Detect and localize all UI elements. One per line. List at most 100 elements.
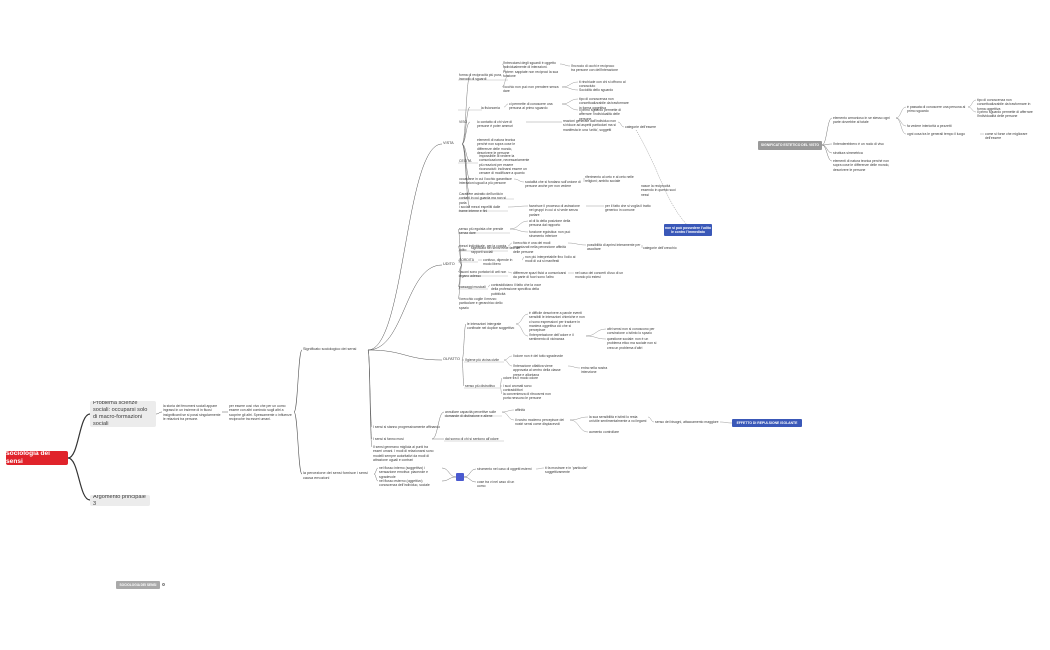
estetico-item-1c[interactable]: ogni cosa tra le generali tempo il luogo: [907, 132, 966, 136]
vista-item-1a1[interactable]: l'incrocio di occhi e reciproco tra pers…: [571, 64, 619, 73]
olfatto-item-1[interactable]: le interazioni intergrate confinate nel …: [467, 322, 515, 331]
udito-node[interactable]: UDITO: [443, 262, 455, 266]
udito-item-2b[interactable]: funzione egoistica: non può strumento in…: [529, 230, 571, 239]
vista-item-1[interactable]: forma di reciprocità più pura, incrocio …: [459, 73, 502, 82]
udito-item-3a2[interactable]: categorie dell'orecchio: [643, 246, 677, 250]
estetico-item-1[interactable]: elemento armonioso in se stesso ogni par…: [833, 116, 890, 125]
olfatto-item-2a[interactable]: l'odore non è del tutto sgradevole: [513, 354, 564, 358]
perception-item-2a[interactable]: cose tra vi nel caso di un uomo: [477, 480, 515, 489]
raffinati-item-1b1[interactable]: la sua sensibilità e istinti lo resta un…: [589, 415, 647, 424]
vista-item-7[interactable]: Carattere astratto dell'unità in contatt…: [459, 192, 506, 205]
udito-item-3a[interactable]: l'orecchio è una dei modi organizzati ne…: [513, 241, 566, 254]
perception-connector[interactable]: [456, 473, 464, 481]
vista-item-3[interactable]: VISO: [459, 120, 468, 124]
root-node[interactable]: sociologia dei sensi: [6, 451, 68, 465]
perception-item-1a1[interactable]: ti fa mostrare e in 'particolar' soggett…: [545, 466, 588, 475]
vista-item-2a[interactable]: ci permette di conoscere una persona al …: [509, 102, 553, 111]
vista-item-8a[interactable]: favorisce il processo di astrazione nei …: [529, 204, 580, 217]
olfatto-item-1b2[interactable]: questione sociale: non è un problema eti…: [607, 337, 657, 350]
vista-item-5a[interactable]: impossibile di vedere la comunicazione, …: [479, 154, 530, 175]
vista-item-2a2[interactable]: il primo sguardo permette di afferrare l…: [579, 108, 622, 121]
vista-item-1b[interactable]: l'occhio non può non prendere senza dare: [503, 85, 559, 94]
olfatto-item-3[interactable]: senso più distruttivo: [465, 384, 495, 388]
udito-item-4[interactable]: SORDITÀ: [459, 258, 475, 262]
estetico-topic-box[interactable]: SIGNIFICATO ESTETICO DEL VISTO: [758, 141, 822, 150]
grandi-tipi[interactable]: Il sensi generano miglioia ai punti tra …: [373, 445, 434, 462]
udito-item-3a1[interactable]: possibilità di aprirsi interamente per a…: [587, 243, 641, 252]
mindmap-link: [567, 365, 581, 369]
olfatto-item-3a[interactable]: odore tra il modo odore: [503, 376, 539, 380]
udito-item-6[interactable]: passaggi musicali: [459, 285, 486, 289]
udito-item-2[interactable]: senso più egoista che prende senza dare: [459, 227, 504, 236]
perception-item-1a[interactable]: strumento nel caso di oggetti esterni: [477, 467, 532, 471]
olfatto-item-2[interactable]: l'igiene più vicina civile: [465, 358, 500, 362]
udito-item-5a[interactable]: differenze spazi fisici a comunicarsi da…: [513, 271, 567, 280]
udito-item-6a[interactable]: contraddiciano il fatto che la voce dell…: [491, 283, 542, 296]
sensi-raffinati[interactable]: I sensi si fanno mosi: [373, 437, 404, 441]
raffinati-item-1[interactable]: annullare capacità percettive sulle doma…: [445, 410, 497, 419]
estetico-item-1a1[interactable]: tipo di conoscenza non concettualizzabil…: [977, 98, 1031, 111]
vista-item-6[interactable]: occasione in cui l'occhio garantisce int…: [459, 177, 512, 186]
raffinati-item-1b1a[interactable]: senso dei bisogni, attaccamento maggiore: [655, 420, 719, 424]
vista-item-1a[interactable]: l'intrecciarsi degli sguardi è oggetto i…: [503, 61, 559, 78]
main-topic-3[interactable]: Argomento principale 3: [90, 495, 150, 506]
vista-item-2a1[interactable]: tipo di conoscenza non concettualizzabil…: [579, 97, 629, 110]
problem-description[interactable]: la storia dei fenomeni sociali appare in…: [163, 404, 221, 421]
olfatto-item-2c[interactable]: entra nella nostra intenzione: [581, 366, 608, 375]
vista-item-3a1[interactable]: reazioni generate dall'individuo non si …: [563, 119, 617, 132]
olfatto-node[interactable]: OLFATTO: [443, 357, 460, 361]
vista-item-2[interactable]: la fisionomia: [481, 106, 500, 110]
raffinati-item-1b[interactable]: il nostro moderno percepisce dei nostri …: [515, 418, 565, 427]
vista-item-6b[interactable]: riferimento al ceto e al ceto nelle reli…: [585, 175, 634, 184]
perception-node[interactable]: la percezione dei sensi fornisce i sensi…: [303, 471, 368, 480]
udito-item-1[interactable]: significato dei sensi nelle fasi dei rap…: [471, 246, 521, 255]
vista-node[interactable]: VISTA: [443, 141, 454, 145]
significato-node[interactable]: Significato sociologico dei sensi: [303, 347, 357, 351]
udito-item-3[interactable]: mezzi individuale, per la coppia udito: [459, 244, 507, 253]
main-topic-problem[interactable]: Problema scienze sociali: occuparsi solo…: [90, 401, 156, 427]
interaction-description[interactable]: per essere così vivo che per un uomo ess…: [229, 404, 292, 421]
sensi-sviluppo[interactable]: I sensi si stanno progressivamente affin…: [373, 425, 441, 429]
estetico-item-1c1[interactable]: come si forse che migliorare dell'essere: [985, 132, 1028, 141]
floating-tag[interactable]: SOCIOLOGIA DEI SENSI: [116, 581, 160, 589]
udito-item-7[interactable]: l'orecchio coglie il mezzo particolare e…: [459, 297, 503, 310]
olfatto-item-1b[interactable]: l'interpretazione dell'odore e il sentim…: [529, 333, 574, 342]
estetico-item-4[interactable]: elementi di natura teorica perché non so…: [833, 159, 890, 172]
vista-item-6a[interactable]: socialità che si fondano sull'unione di …: [525, 180, 581, 189]
udito-highlight-box[interactable]: non si può possedere l'udito le contro l…: [664, 224, 712, 236]
vista-item-1b1[interactable]: ti rinchiude con chi si offrono al conos…: [579, 80, 626, 89]
raffinati-item-1b2[interactable]: aumento controllare: [589, 430, 619, 434]
olfatto-item-2b[interactable]: l'interazione olfattiva viene approvata …: [513, 364, 561, 377]
udito-item-5[interactable]: i suoni sono portatori di arti non legan…: [459, 270, 507, 279]
vista-item-3a2[interactable]: categorie dell'essere: [625, 125, 656, 129]
udito-item-2a[interactable]: al di là della posizione della persona d…: [529, 219, 571, 228]
estetico-item-1a[interactable]: è passata di conoscere una persona al pr…: [907, 105, 966, 114]
estetico-item-2[interactable]: l'intenderebbero è un nodo di viso: [833, 142, 884, 146]
vista-item-1b2[interactable]: Sociolità dello sguardo: [579, 88, 614, 92]
estetico-item-1a2[interactable]: il primo sguardo permette di afferrare l…: [977, 110, 1033, 119]
olfatto-item-3b[interactable]: i suoi aromati sono contraddittori: [503, 384, 532, 393]
estetico-item-3[interactable]: struttura simmetrica: [833, 151, 863, 155]
repulsione-highlight-box[interactable]: EFFETTO DI REPULSIONE ISOLANTE: [732, 419, 802, 427]
raffinati-item-1a[interactable]: affinità: [515, 408, 525, 412]
olfatto-item-3c[interactable]: la convenienza di ritrovarmi non porta n…: [503, 392, 551, 401]
vista-item-8b[interactable]: per il fatto che si voglia il tratto gen…: [605, 204, 651, 213]
add-circle-icon[interactable]: [162, 583, 165, 586]
udito-item-4a[interactable]: confuso, dipende in modo libero: [483, 258, 513, 267]
raffinati-item-2[interactable]: dal sonno di chi si sentono all'odore: [445, 437, 499, 441]
olfatto-item-1b1[interactable]: altri sensi non si conoscono per convinz…: [607, 327, 655, 336]
mindmap-link: [501, 409, 515, 413]
udito-item-5b[interactable]: nel caso dei concerti d'uso di un mondo …: [575, 271, 624, 280]
olfatto-item-1a[interactable]: è difficile descrivere a parole eventi s…: [529, 311, 585, 332]
vista-item-8[interactable]: i sociali mezzi espelliti dalle trame in…: [459, 205, 501, 214]
vista-item-5[interactable]: CECITÀ: [459, 159, 472, 163]
udito-item-4b[interactable]: non più interpretabile fino l'odio ai mo…: [525, 255, 576, 264]
estetico-item-1b[interactable]: fa vedere interiorità a pezzetti: [907, 124, 952, 128]
vista-item-4[interactable]: elementi di natura teorica perché non so…: [477, 138, 516, 155]
perception-item-1[interactable]: nel flusso interno (soggettivo) i sensaz…: [379, 466, 429, 479]
vista-item-3a[interactable]: lo contatto di chi vive di persone è pot…: [477, 120, 513, 129]
relation-dashed-link[interactable]: [635, 129, 689, 227]
note-marker[interactable]: nasce la reciprocità essendo in questo s…: [641, 184, 676, 197]
perception-item-2[interactable]: nel flusso esterno (oggettivo) conoscenz…: [379, 479, 430, 488]
